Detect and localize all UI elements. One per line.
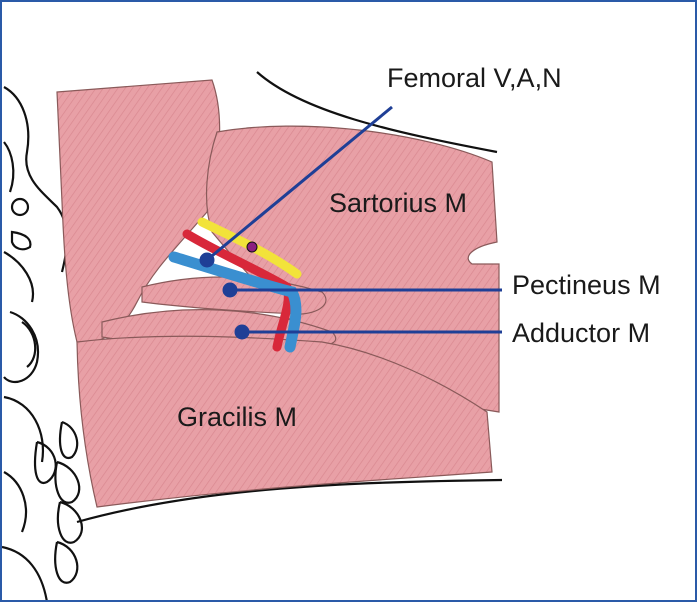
gracilis-muscle: [76, 335, 493, 508]
leader-lines: [199, 105, 502, 340]
pectineus-label: Pectineus M: [512, 270, 661, 300]
sartorius-label: Sartorius M: [329, 188, 468, 218]
skeleton-outline: [2, 86, 84, 600]
adductor-label: Adductor M: [512, 318, 651, 348]
body-outline: [76, 71, 503, 524]
lymph-node: [246, 241, 258, 253]
gracilis-label: Gracilis M: [177, 402, 297, 432]
femoral-label: Femoral V,A,N: [387, 63, 562, 93]
